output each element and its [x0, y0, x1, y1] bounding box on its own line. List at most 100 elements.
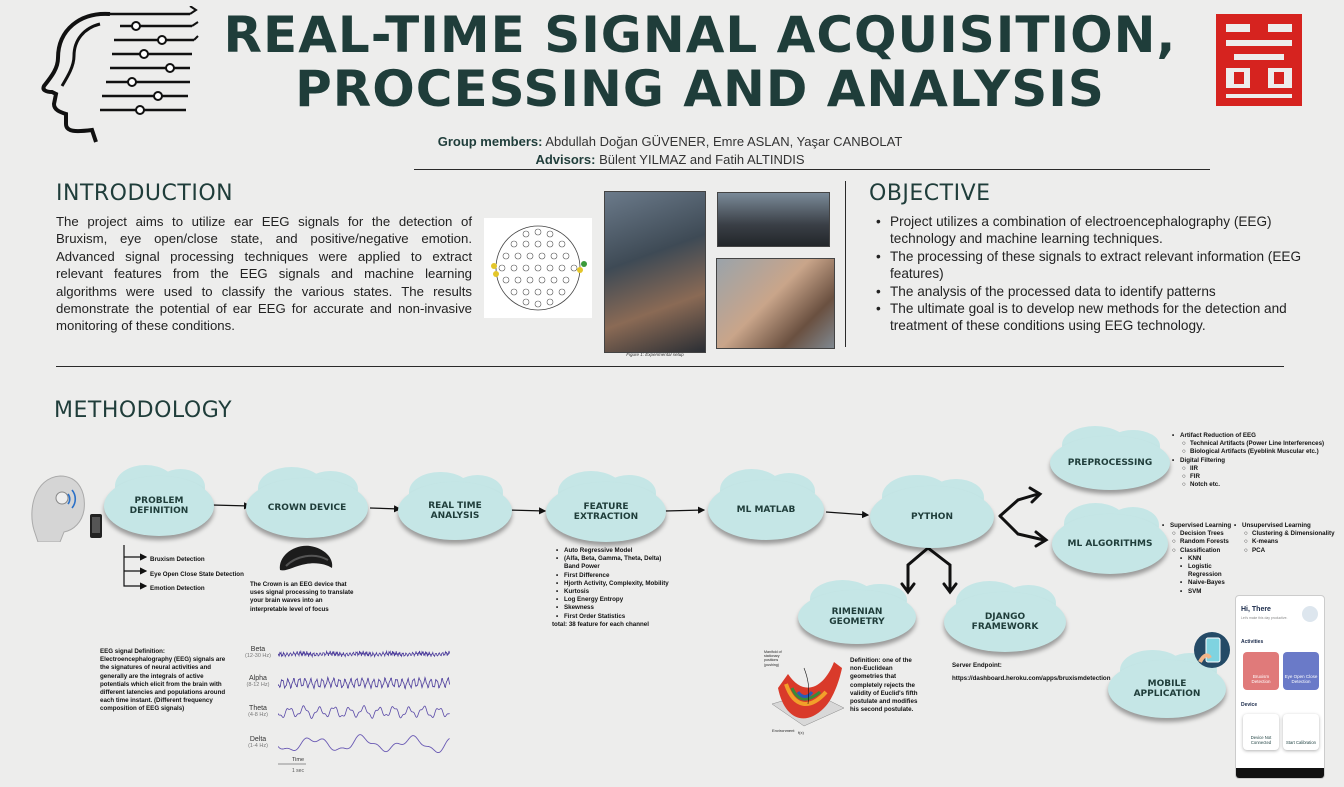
- delta-wave: [278, 734, 450, 754]
- real-time-analysis-cloud: REAL TIME ANALYSIS: [398, 471, 512, 540]
- experiment-photo-3: [716, 258, 835, 349]
- header-divider: [414, 169, 1210, 170]
- classifier-item: Naive-Bayes: [1180, 579, 1242, 587]
- theta-wave: [278, 705, 450, 719]
- time-label: Time: [292, 757, 305, 763]
- eeg-definition: EEG signal Definition: Electroencephalog…: [100, 648, 226, 713]
- objective-item: The analysis of the processed data to id…: [876, 283, 1316, 301]
- feature-item: Log Energy Entropy: [556, 596, 676, 604]
- ml-matlab-cloud: ML MATLAB: [708, 469, 824, 540]
- alpha-wave: [278, 675, 450, 690]
- feature-item: Auto Regressive Model: [556, 547, 676, 555]
- problem-item: Eye Open Close State Detection: [150, 570, 244, 578]
- django-framework-cloud: DJANGO FRAMEWORK: [944, 581, 1066, 652]
- environment-label: Environment: [772, 728, 795, 733]
- calibration-tile[interactable]: Start Calibration: [1283, 714, 1319, 750]
- device-heading: Device: [1241, 702, 1258, 708]
- problem-definition-cloud: PROBLEM DEFINITION: [104, 465, 214, 536]
- title-line-2: PROCESSING AND ANALYSIS: [295, 60, 1105, 118]
- unsupervised-item: Clustering & Dimensionality: [1244, 530, 1344, 538]
- authors-block: Group members: Abdullah Doğan GÜVENER, E…: [300, 133, 1040, 169]
- mobile-app-screenshot: Hi, There Let's make this day productive…: [1235, 595, 1325, 779]
- objective-heading: OBJECTIVE: [869, 181, 991, 206]
- unsupervised-title: Unsupervised Learning: [1234, 522, 1344, 530]
- device-status-tile[interactable]: Device Not Connected: [1243, 714, 1279, 750]
- riemannian-geometry-cloud: RIMENIAN GEOMETRY: [798, 580, 916, 644]
- wave-label-alpha: Alpha(8-12 Hz): [246, 675, 270, 688]
- python-cloud: PYTHON: [870, 474, 994, 548]
- classifier-item: KNN: [1180, 555, 1242, 563]
- title-line-1: REAL-TIME SIGNAL ACQUISITION,: [223, 6, 1177, 64]
- methodology-heading: METHODOLOGY: [54, 398, 233, 423]
- crown-device-cloud: CROWN DEVICE: [246, 467, 368, 538]
- unsupervised-list: Unsupervised Learning Clustering & Dimen…: [1234, 522, 1344, 555]
- activities-heading: Activities: [1241, 639, 1264, 645]
- riemannian-definition: Definition: one of the non-Euclidean geo…: [850, 657, 918, 714]
- university-logo: [1216, 14, 1302, 106]
- ml-algorithms-cloud: ML ALGORITHMS: [1052, 503, 1168, 574]
- classifier-item: SVM: [1180, 588, 1242, 596]
- unsupervised-item: K-means: [1244, 538, 1344, 546]
- problem-items: Bruxism Detection Eye Open Close State D…: [150, 553, 244, 597]
- objective-item: Project utilizes a combination of electr…: [876, 213, 1316, 248]
- experiment-photo-2: [717, 192, 830, 247]
- beta-wave: [278, 649, 450, 659]
- time-scale: 1 sec: [292, 768, 304, 774]
- supervised-list: Supervised Learning Decision Trees Rando…: [1162, 522, 1242, 596]
- eye-detection-tile[interactable]: Eye Open Close Detection: [1283, 652, 1319, 690]
- app-greeting: Hi, There: [1241, 606, 1271, 613]
- bruxism-detection-tile[interactable]: Bruxism Detection: [1243, 652, 1279, 690]
- android-nav-bar: [1236, 768, 1324, 778]
- feature-item: Hjorth Activity, Complexity, Mobility: [556, 580, 676, 588]
- supervised-item: Decision Trees: [1172, 530, 1242, 538]
- feature-item: Kurtosis: [556, 588, 676, 596]
- preproc-subitem: FIR: [1182, 473, 1342, 481]
- feature-total: total: 38 feature for each channel: [552, 620, 649, 628]
- fx-label: f(x): [798, 730, 804, 735]
- feature-extraction-cloud: FEATURE EXTRACTION: [546, 471, 666, 542]
- section-divider-vertical: [845, 181, 846, 347]
- experiment-photo-1: [604, 191, 706, 353]
- preproc-item: Digital Filtering: [1172, 457, 1342, 465]
- brain-head-logo: [40, 5, 200, 144]
- classifier-item: Logistic Regression: [1180, 563, 1242, 579]
- supervised-item: Random Forests: [1172, 538, 1242, 546]
- advisors-names: Bülent YILMAZ and Fatih ALTINDIS: [599, 152, 805, 167]
- electrode-map-figure: [484, 218, 592, 318]
- preproc-subitem: Notch etc.: [1182, 481, 1342, 489]
- wave-label-delta: Delta(1-4 Hz): [248, 736, 268, 749]
- poster-title: REAL-TIME SIGNAL ACQUISITION, PROCESSING…: [200, 8, 1200, 116]
- feature-item: Skewness: [556, 604, 676, 612]
- figure-caption: Figure 1: Experimental setup: [626, 352, 684, 357]
- app-avatar: [1302, 606, 1318, 622]
- preprocessing-list: Artifact Reduction of EEG Technical Arti…: [1172, 432, 1342, 490]
- supervised-item: Classification: [1172, 547, 1242, 555]
- eeg-waves-figure: Beta(12-30 Hz) Alpha(8-12 Hz) Theta(4-8 …: [240, 642, 460, 778]
- advisors-label: Advisors:: [535, 152, 596, 167]
- members-names: Abdullah Doğan GÜVENER, Emre ASLAN, Yaşa…: [545, 134, 903, 149]
- feature-list: Auto Regressive Model (Alfa, Beta, Gamma…: [552, 547, 676, 629]
- mobile-phone-icon: [1194, 632, 1230, 668]
- preproc-subitem: Biological Artifacts (Eyeblink Muscular …: [1182, 448, 1342, 456]
- preproc-item: Artifact Reduction of EEG: [1172, 432, 1342, 440]
- server-endpoint-url: https://dashboard.heroku.com/apps/bruxis…: [952, 675, 1111, 682]
- crown-description: The Crown is an EEG device that uses sig…: [250, 581, 354, 613]
- supervised-title: Supervised Learning: [1162, 522, 1242, 530]
- objective-list: Project utilizes a combination of electr…: [876, 213, 1316, 335]
- feature-item: First Order Statistics: [556, 613, 676, 621]
- feature-item: First Difference: [556, 572, 676, 580]
- wave-label-beta: Beta(12-30 Hz): [245, 646, 271, 659]
- wave-label-theta: Theta(4-8 Hz): [248, 705, 268, 718]
- ear-eeg-user-illustration: [24, 470, 106, 543]
- feature-item: (Alfa, Beta, Gamma, Theta, Delta) Band P…: [556, 555, 676, 571]
- unsupervised-item: PCA: [1244, 547, 1344, 555]
- server-endpoint-label: Server Endpoint:: [952, 662, 1002, 669]
- riemannian-manifold-figure: Manifold of stationary positions (pushin…: [764, 648, 848, 738]
- manifold-label: Manifold of stationary positions (pushin…: [764, 650, 782, 667]
- preproc-subitem: Technical Artifacts (Power Line Interfer…: [1182, 440, 1342, 448]
- preproc-subitem: IIR: [1182, 465, 1342, 473]
- objective-item: The ultimate goal is to develop new meth…: [876, 300, 1316, 335]
- introduction-text: The project aims to utilize ear EEG sign…: [56, 214, 472, 334]
- introduction-heading: INTRODUCTION: [56, 181, 234, 206]
- app-subtitle: Let's make this day productive.: [1241, 616, 1288, 620]
